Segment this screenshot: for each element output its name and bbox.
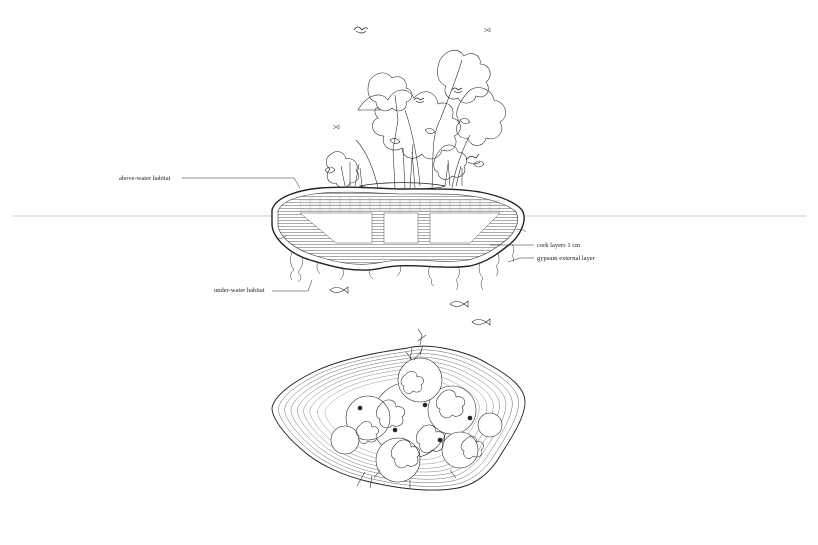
- plan-view: [271, 328, 526, 491]
- under-water-habitat-label: under-water habitat: [214, 287, 265, 294]
- void-left: [299, 212, 373, 244]
- leader-lines: [182, 177, 534, 292]
- plant-icon: [330, 346, 503, 490]
- gypsum-layer-label: gypsum external layer: [537, 255, 595, 262]
- section-view: [271, 26, 527, 291]
- cork-layers-label: cork layers 1 cm: [537, 242, 581, 249]
- bird-icon: [353, 26, 481, 165]
- vegetation: [324, 49, 506, 189]
- insect-icon: [332, 27, 491, 130]
- fish-icon: [329, 286, 491, 326]
- void-center: [383, 212, 419, 244]
- above-water-habitat-label: above-water habitat: [119, 175, 171, 182]
- void-right: [429, 212, 501, 244]
